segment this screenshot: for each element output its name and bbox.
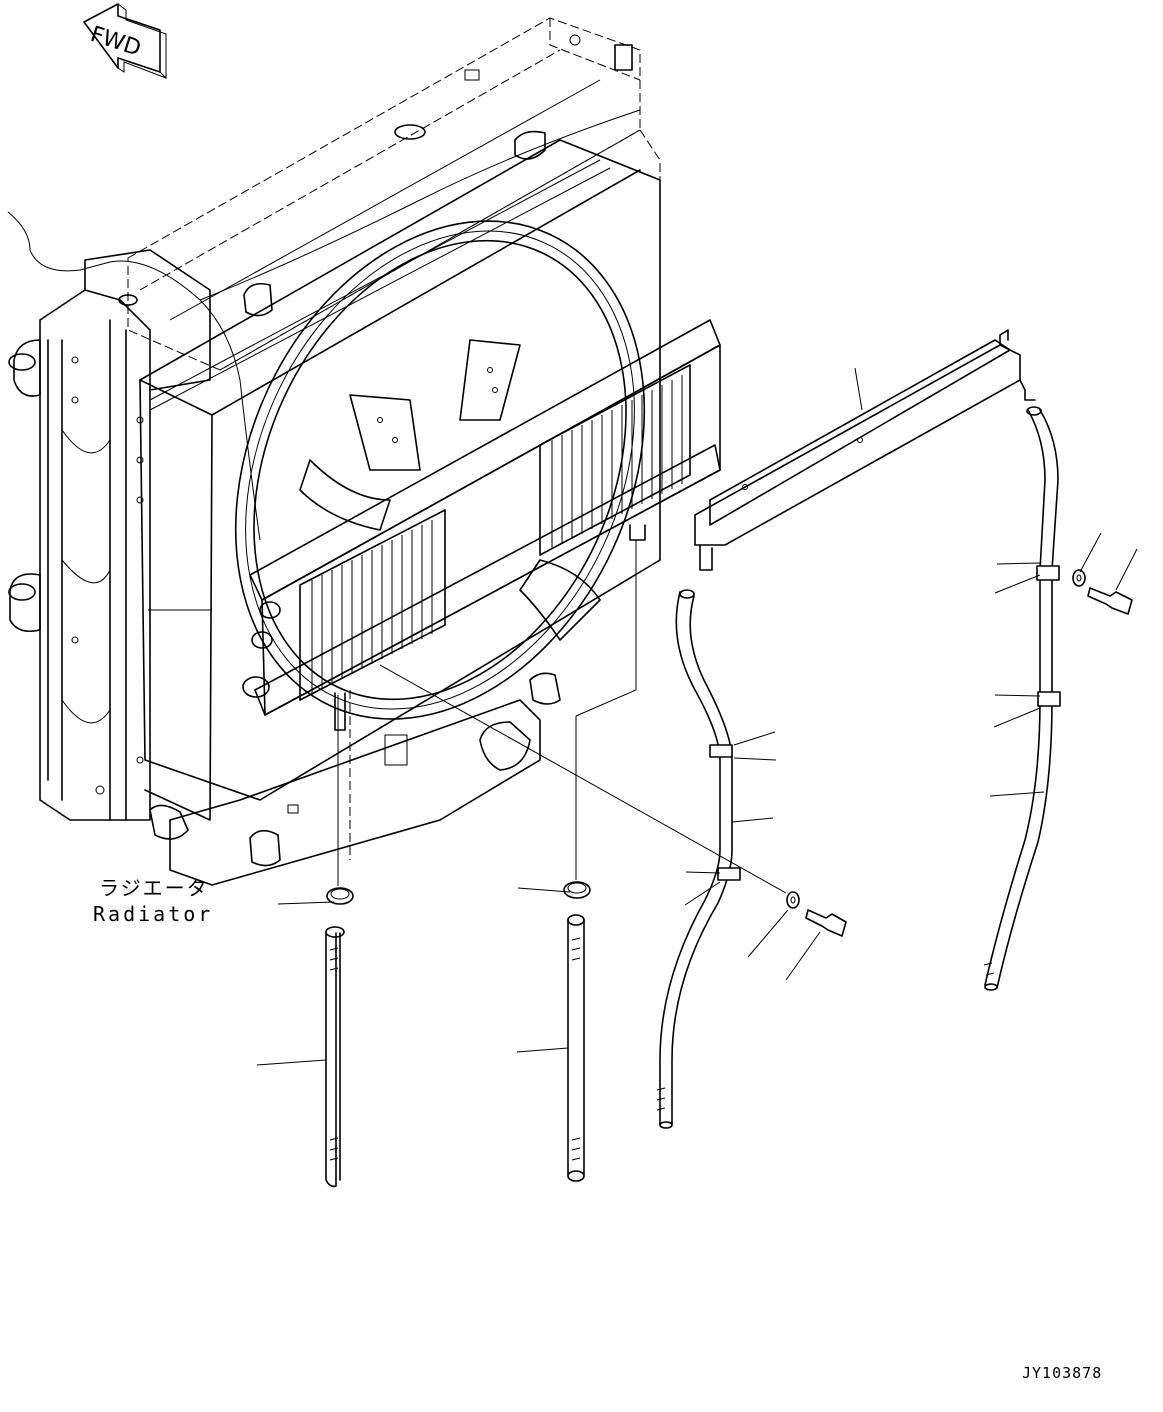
rail-bracket (694, 329, 1036, 571)
radiator-label-english: Radiator (93, 902, 214, 926)
washer-center (786, 891, 800, 909)
drawing-number: JY103878 (1022, 1364, 1103, 1382)
bolt-right (1087, 587, 1133, 615)
radiator-label-japanese: ラジエータ (99, 876, 209, 900)
cooler-core-right (539, 364, 691, 556)
hose-clamp-middle (563, 881, 591, 899)
hose-right (983, 406, 1061, 991)
bolt-center (805, 909, 847, 937)
forward-arrow-icon (83, 3, 167, 80)
washer-right (1072, 569, 1086, 587)
cooler-core-left (299, 509, 446, 701)
hose-left (325, 926, 345, 1188)
leader-lines (256, 532, 1138, 1066)
hose-middle (567, 914, 585, 1182)
hose-center (656, 589, 741, 1129)
hose-clamp-left (326, 887, 354, 905)
radiator-assembly (7, 17, 721, 886)
